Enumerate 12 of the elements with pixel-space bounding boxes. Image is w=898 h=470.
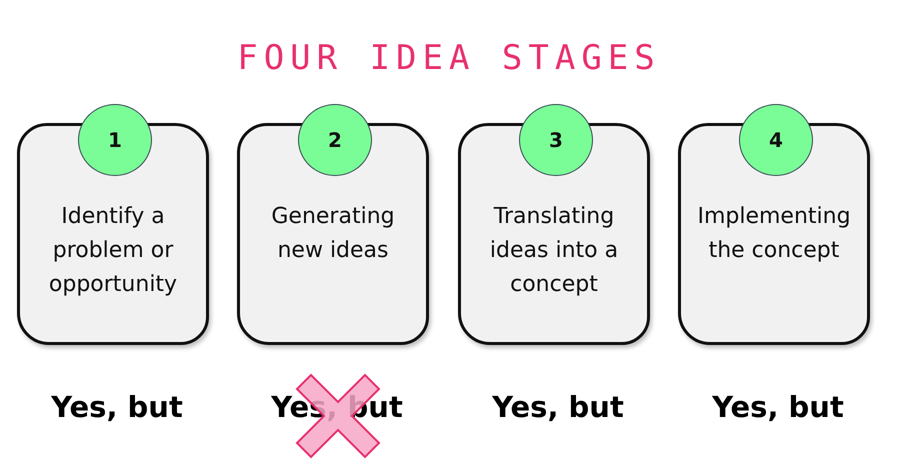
stage-text: Translating ideas into a concept: [488, 203, 620, 299]
stage-text: Generating new ideas: [270, 203, 396, 265]
caption-text: Yes, but: [51, 390, 183, 424]
stage-card: [17, 123, 209, 345]
caption-text: Yes, but: [492, 390, 624, 424]
stage-text: Implementing the concept: [696, 203, 852, 265]
caption-text: Yes, but: [712, 390, 844, 424]
stage-text: Identify a problem or opportunity: [48, 203, 178, 299]
stage-card: [678, 123, 870, 345]
stage-card: [237, 123, 429, 345]
title: FOUR IDEA STAGES: [237, 38, 661, 78]
stage-card: [458, 123, 650, 345]
